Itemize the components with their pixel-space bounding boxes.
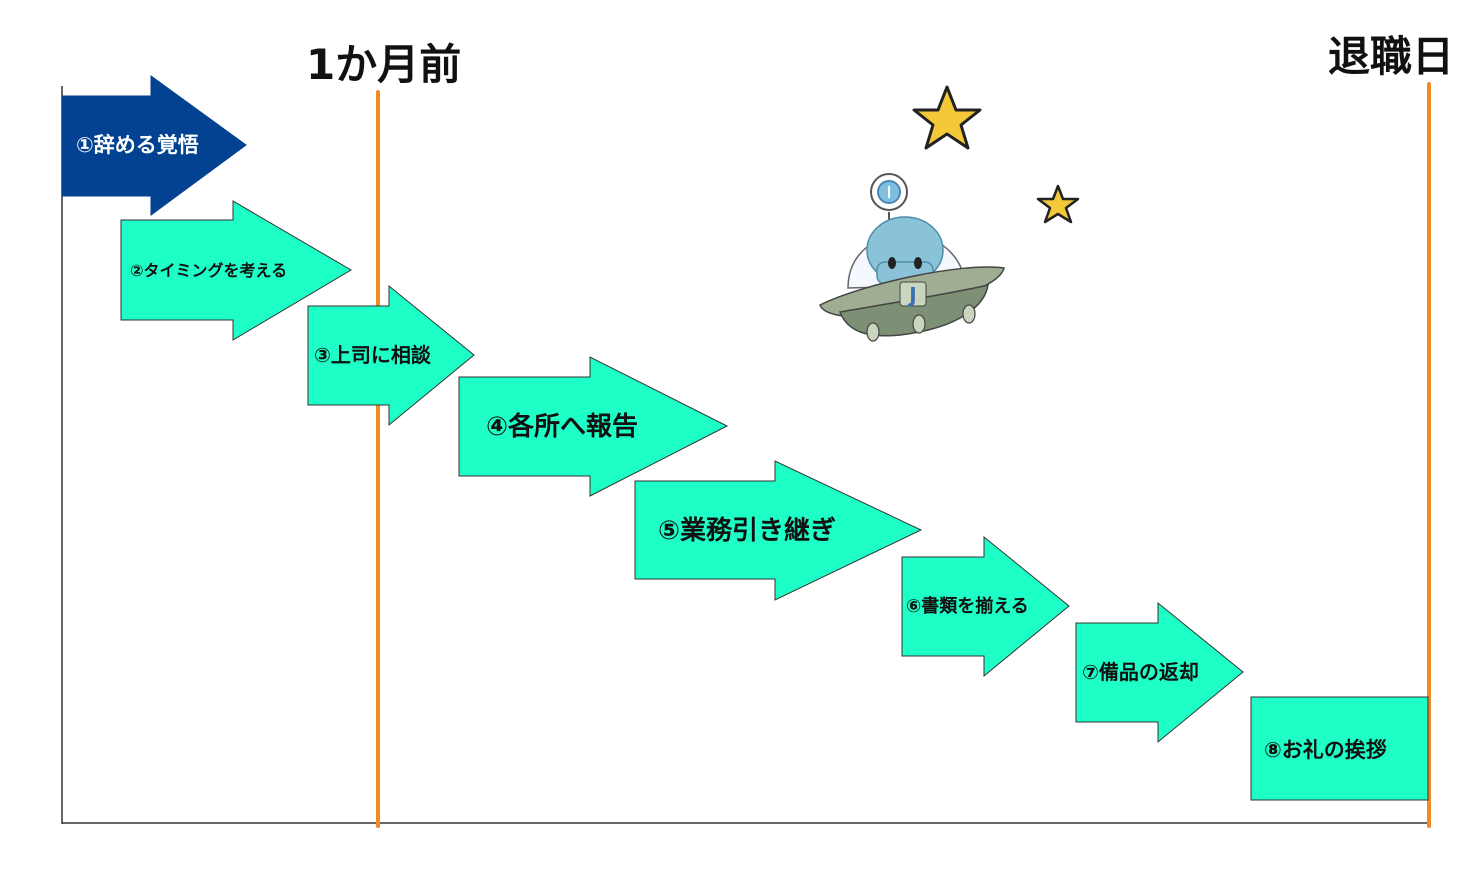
step-8-label: ⑧お礼の挨拶 (1264, 738, 1387, 762)
ufo-mascot-illustration: J (819, 173, 1005, 342)
star-icon (912, 85, 982, 150)
step-6-label: ⑥書類を揃える (906, 595, 1029, 617)
step-1-label: ①辞める覚悟 (76, 133, 199, 157)
step-4: ④各所へ報告 (458, 356, 729, 497)
milestone-label-one-month-before: 1か月前 (306, 40, 462, 89)
step-8: ⑧お礼の挨拶 (1250, 696, 1429, 801)
step-6: ⑥書類を揃える (901, 535, 1070, 678)
step-4-label: ④各所へ報告 (486, 411, 638, 442)
step-7: ⑦備品の返却 (1075, 601, 1244, 744)
step-1: ①辞める覚悟 (61, 75, 247, 216)
step-5: ⑤業務引き継ぎ (634, 460, 923, 601)
step-2: ②タイミングを考える (120, 200, 352, 341)
step-3-label: ③上司に相談 (314, 343, 432, 367)
step-3: ③上司に相談 (307, 284, 475, 427)
step-7-label: ⑦備品の返却 (1082, 660, 1199, 684)
step-2-label: ②タイミングを考える (130, 261, 287, 280)
ufo-badge-letter: J (907, 283, 916, 307)
star-icon (1036, 184, 1080, 224)
step-5-label: ⑤業務引き継ぎ (658, 515, 836, 546)
milestone-label-retirement-day: 退職日 (1328, 32, 1455, 81)
